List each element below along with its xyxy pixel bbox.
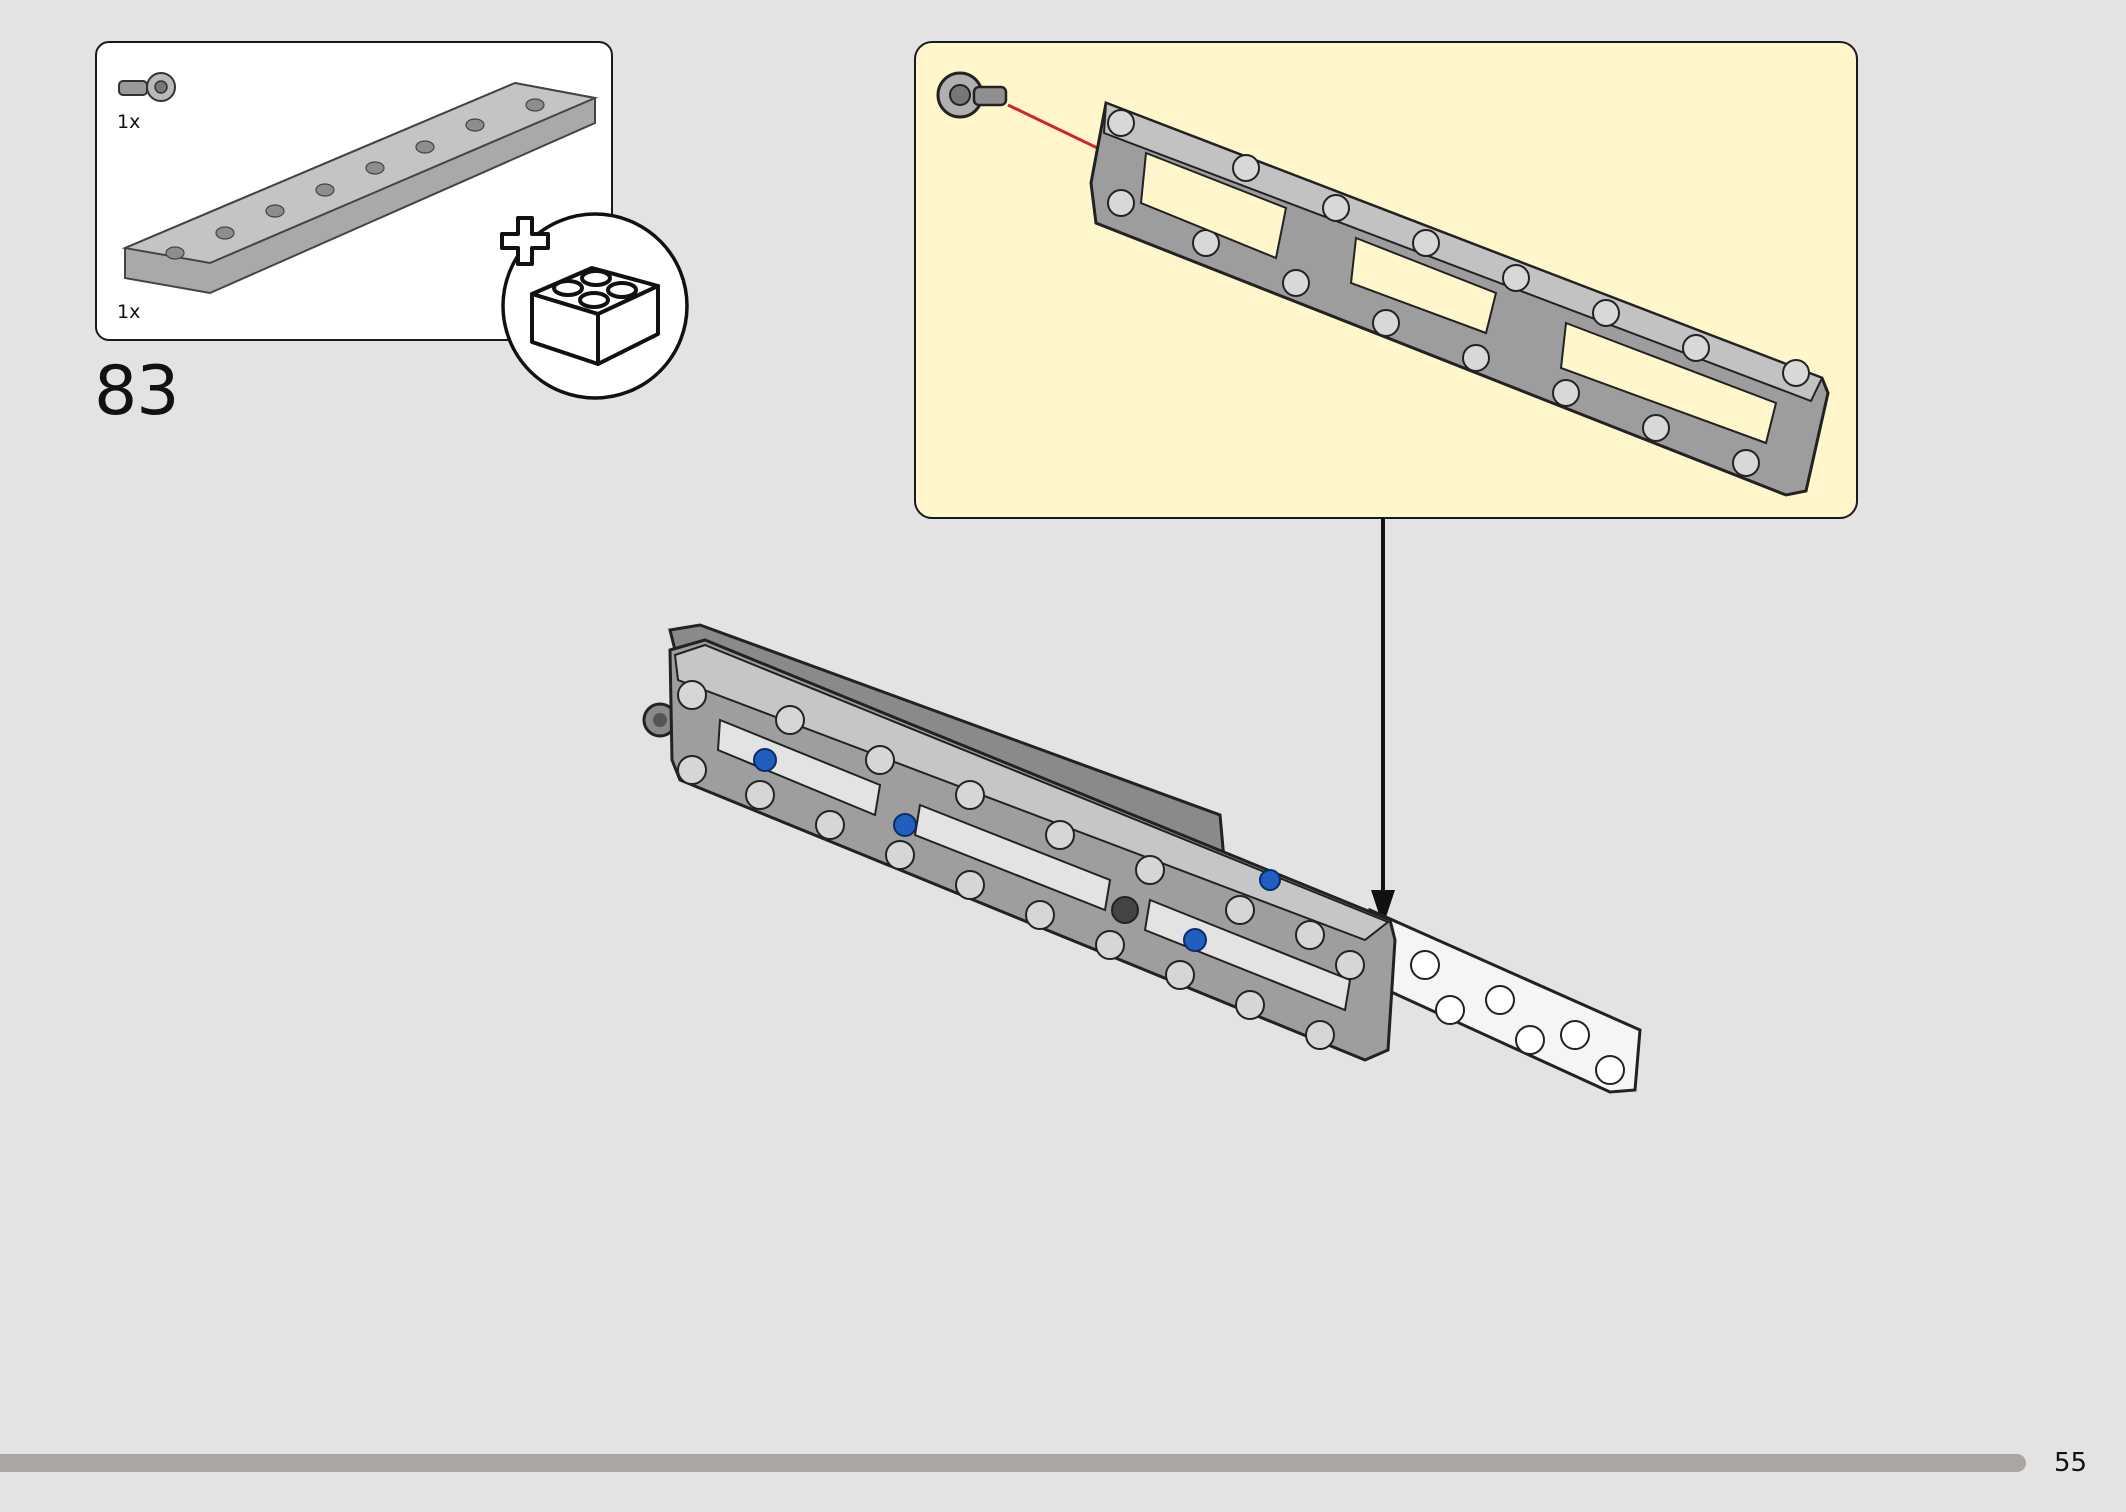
main-assembly-illustration: [642, 623, 1642, 1094]
step-number: 83: [94, 352, 180, 431]
add-bricks-icon: [500, 212, 689, 400]
part-qty-1: 1x: [117, 111, 141, 133]
part-qty-2: 1x: [117, 301, 141, 323]
page-number: 55: [2054, 1448, 2088, 1478]
blue-pins: [753, 748, 1281, 952]
page-progress-bar: [0, 1454, 2026, 1472]
parts-list-box: 1x 1x: [95, 41, 613, 341]
connector-pin-icon: [118, 72, 176, 102]
callout-pointer-arrow: [1371, 518, 1395, 926]
white-beam: [1363, 907, 1642, 1094]
connector-pin-icon: [936, 71, 1008, 119]
side-pin: [642, 702, 678, 738]
callout-illustration: [936, 71, 1830, 497]
subassembly-callout: [914, 41, 1858, 519]
beam-frame-icon: [121, 81, 599, 295]
beam-frame-icon: [1089, 100, 1830, 497]
